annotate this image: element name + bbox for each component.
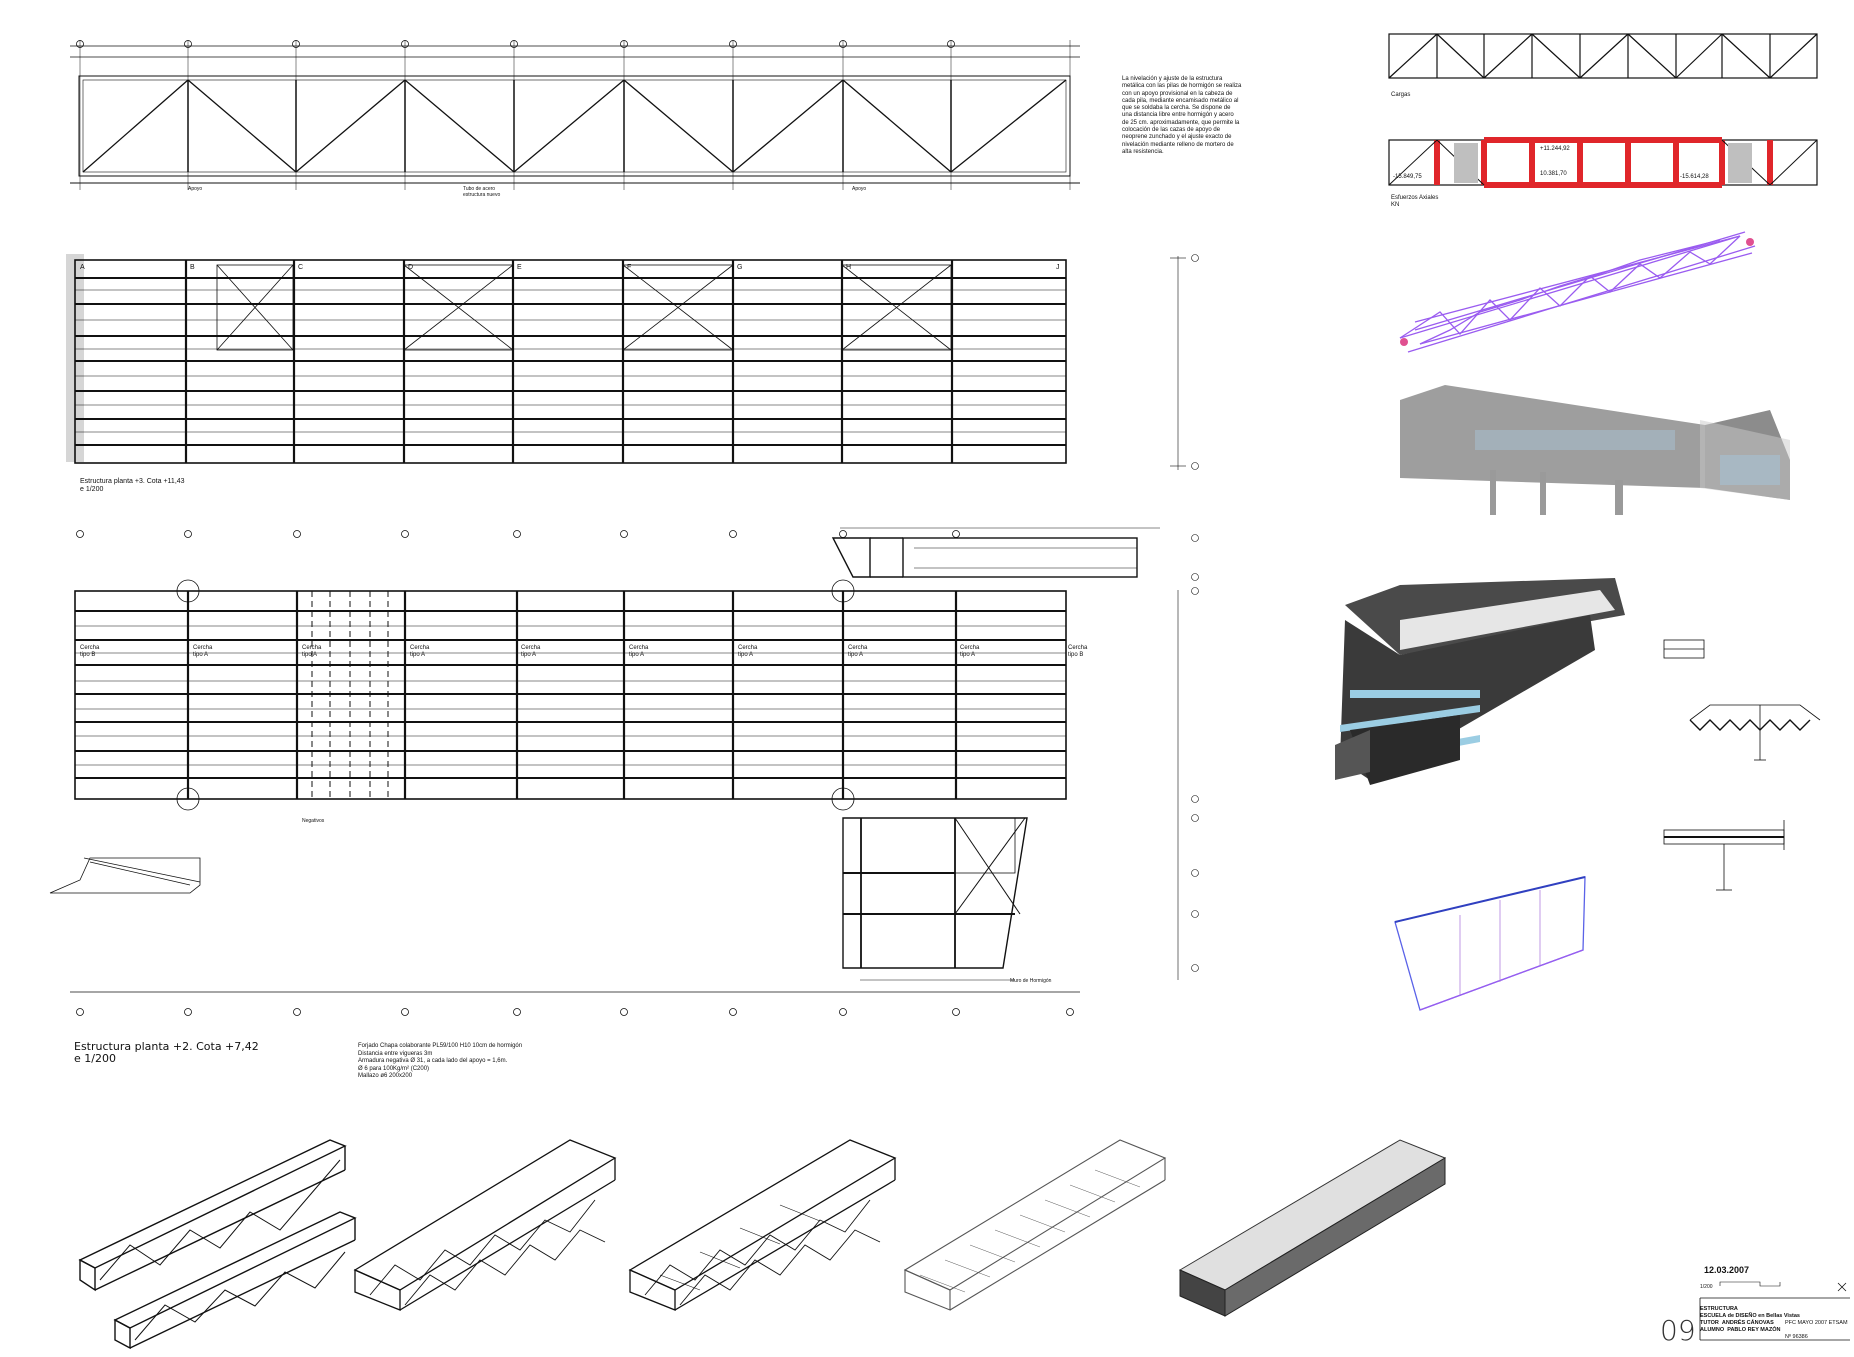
cercha-b-left: Cercha tipo B <box>80 645 100 658</box>
detail-section-2 <box>1663 820 1785 891</box>
alumno-label: ALUMNO <box>1700 1327 1725 1333</box>
cargas-label: Cargas <box>1391 92 1411 98</box>
detail-section-1 <box>1663 639 1821 761</box>
truss-label-apoyo-1: Apoyo <box>188 186 203 192</box>
sheet-number: 09 <box>1660 1314 1696 1347</box>
grid-H: H <box>846 264 852 271</box>
cercha-a-5: Cercha tipo A <box>629 645 649 658</box>
truss-label-center-2: estructura nuevo <box>463 192 501 198</box>
cercha-a-6: Cercha tipo A <box>738 645 758 658</box>
title-block-right: PFC MAYO 2007 ETSAM Nº 96386 <box>1785 1320 1848 1341</box>
grid-D: D <box>408 264 414 271</box>
truss-label-center: Tubo de acero <box>463 186 496 192</box>
cercha-a-1: Cercha tipo A <box>193 645 213 658</box>
truss-label-apoyo-2: Apoyo <box>852 186 867 192</box>
grid-F: F <box>627 264 632 271</box>
title-block-info: ESTRUCTURA ESCUELA de DISEÑO en Bellas V… <box>1700 1306 1800 1334</box>
plan-level-3 <box>66 254 1199 470</box>
grid-C: C <box>298 264 304 271</box>
axial-val-2: +11.244,92 <box>1540 146 1570 152</box>
cercha-a-8: Cercha tipo A <box>960 645 980 658</box>
isometric-step-2 <box>353 1139 617 1311</box>
grid-A: A <box>80 264 85 271</box>
building-render-2 <box>1335 578 1625 785</box>
sheet-scale: 1/200 <box>1700 1284 1713 1290</box>
truss-3d-analysis <box>1399 231 1756 353</box>
cercha-b-right: Cercha tipo B <box>1068 645 1088 658</box>
axial-val-4: -15.614,28 <box>1680 174 1709 180</box>
project-name: ESCUELA de DISEÑO en Bellas Vistas <box>1700 1313 1800 1319</box>
grid-G: G <box>737 264 743 271</box>
tutor-name: ANDRÉS CÁNOVAS <box>1721 1320 1774 1326</box>
slab-spec: Forjado Chapa colaborante PL59/100 H10 1… <box>358 1043 523 1079</box>
alumno-name: PABLO REY MAZÓN <box>1727 1327 1781 1333</box>
axial-val-1: -15.849,75 <box>1393 174 1422 180</box>
isometric-step-3 <box>628 1139 897 1311</box>
sheet-title: ESTRUCTURA <box>1700 1306 1738 1312</box>
tutor-label: TUTOR <box>1700 1320 1719 1326</box>
isometric-step-5 <box>1178 1139 1447 1317</box>
program-label: PFC MAYO 2007 ETSAM <box>1785 1320 1848 1326</box>
axial-val-3: 10.381,70 <box>1540 171 1567 177</box>
cercha-a-2: Cercha tipo A <box>302 645 322 658</box>
truss-elevation <box>70 40 1080 190</box>
grid-E: E <box>517 264 522 271</box>
truss-3d-wire <box>1394 876 1586 1011</box>
cercha-a-3: Cercha tipo A <box>410 645 430 658</box>
grid-J: J <box>1056 264 1060 271</box>
sheet-date: 12.03.2007 <box>1704 1265 1750 1275</box>
isometric-step-4 <box>903 1139 1167 1311</box>
student-number: Nº 96386 <box>1785 1334 1808 1340</box>
section-sketch <box>49 857 201 894</box>
cargas-diagram <box>1388 33 1818 79</box>
cercha-a-4: Cercha tipo A <box>521 645 541 658</box>
building-render-1 <box>1400 385 1790 515</box>
negativos-label: Negativos <box>302 818 325 824</box>
esfuerzos-diagram <box>1388 137 1818 188</box>
isometric-step-1 <box>78 1139 357 1350</box>
title-block-frame <box>1699 1281 1850 1341</box>
structure-note: La nivelación y ajuste de la estructura … <box>1122 76 1242 155</box>
muro-label: Muro de Hormigón <box>1010 978 1052 984</box>
grid-B: B <box>190 264 195 271</box>
cercha-a-7: Cercha tipo A <box>848 645 868 658</box>
plan-level-2 <box>70 527 1199 1016</box>
